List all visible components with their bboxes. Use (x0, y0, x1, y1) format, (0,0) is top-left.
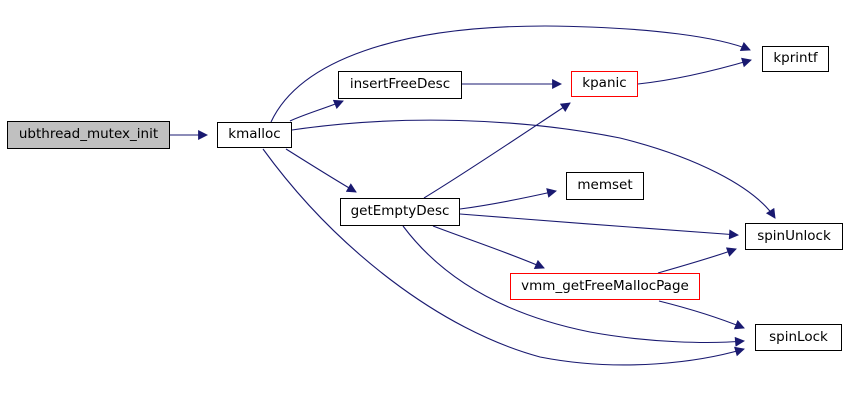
graph-node-kmalloc[interactable]: kmalloc (217, 122, 292, 148)
graph-node-ubthread_mutex_init[interactable]: ubthread_mutex_init (7, 121, 170, 149)
graph-node-spinUnlock[interactable]: spinUnlock (745, 223, 843, 250)
graph-node-memset[interactable]: memset (566, 172, 644, 200)
call-edge-getEmptyDesc-to-spinUnlock (459, 213, 739, 240)
graph-node-label: getEmptyDesc (350, 203, 450, 220)
call-edge-kmalloc-to-kprintf (270, 25, 751, 123)
graph-node-spinLock[interactable]: spinLock (755, 324, 842, 351)
graph-node-insertFreeDesc[interactable]: insertFreeDesc (338, 71, 462, 99)
call-edge-kmalloc-to-insertFreeDesc (289, 99, 344, 122)
call-edge-kpanic-to-kprintf (637, 57, 752, 85)
graph-node-label: ubthread_mutex_init (18, 126, 159, 143)
graph-node-kpanic[interactable]: kpanic (571, 71, 638, 97)
graph-node-kprintf[interactable]: kprintf (762, 46, 829, 72)
graph-node-vmm_getFreeMallocPage[interactable]: vmm_getFreeMallocPage (510, 273, 700, 300)
call-edge-kmalloc-to-getEmptyDesc (285, 148, 357, 193)
graph-node-label: vmm_getFreeMallocPage (521, 277, 689, 294)
graph-node-label: spinLock (769, 328, 828, 345)
call-edge-getEmptyDesc-to-memset (459, 188, 557, 210)
call-edge-getEmptyDesc-to-spinLock (402, 225, 745, 347)
call-edge-kmalloc-to-spinUnlock (291, 119, 776, 219)
graph-node-label: insertFreeDesc (349, 76, 451, 93)
graph-node-label: memset (577, 177, 633, 194)
call-edge-kmalloc-to-spinLock (262, 148, 745, 366)
graph-node-label: kpanic (582, 75, 627, 92)
call-edge-vmm_getFreeMallocPage-to-spinLock (658, 300, 745, 330)
graph-node-label: kmalloc (228, 126, 281, 143)
call-edge-vmm_getFreeMallocPage-to-spinUnlock (657, 247, 737, 274)
call-edge-getEmptyDesc-to-vmm_getFreeMallocPage (432, 225, 545, 269)
graph-node-label: kprintf (773, 50, 818, 67)
call-edge-getEmptyDesc-to-kpanic (423, 102, 571, 199)
graph-node-label: spinUnlock (757, 227, 831, 244)
graph-node-getEmptyDesc[interactable]: getEmptyDesc (340, 198, 460, 226)
